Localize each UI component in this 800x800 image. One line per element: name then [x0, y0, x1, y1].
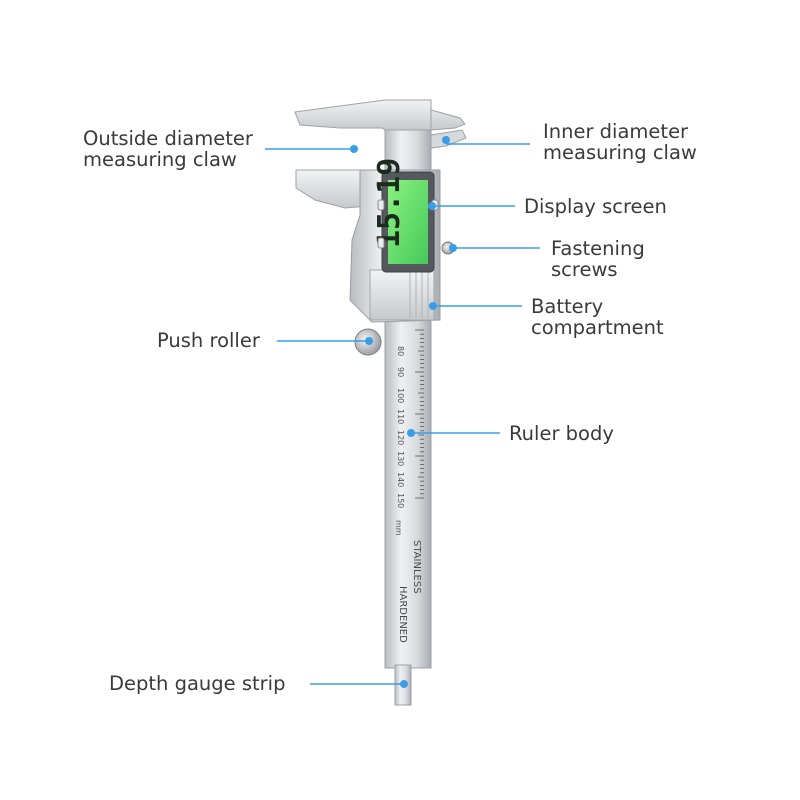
label-push-roller-line1: Push roller	[157, 329, 260, 352]
label-push-roller: Push roller	[157, 330, 260, 351]
callout-dot-depth-gauge	[400, 680, 408, 688]
label-battery-line1: Battery	[531, 295, 604, 318]
display-reading: 15.19	[372, 158, 407, 248]
unit-label: mm	[394, 520, 403, 536]
label-outside-claw: Outside diameter measuring claw	[83, 128, 253, 170]
display-screen	[388, 180, 428, 264]
ruler-number: 80	[396, 346, 405, 356]
ruler-number: 120	[396, 430, 405, 445]
label-depth-gauge-line1: Depth gauge strip	[109, 672, 286, 695]
label-display-screen-line1: Display screen	[524, 195, 667, 218]
label-inner-claw-line2: measuring claw	[543, 141, 697, 164]
ruler-number: 110	[396, 409, 405, 424]
ruler-number: 90	[396, 367, 405, 377]
mode-button	[377, 237, 385, 249]
label-depth-gauge: Depth gauge strip	[109, 673, 285, 694]
callout-dot-ruler-body	[407, 429, 415, 437]
battery-compartment	[369, 269, 435, 321]
inner-claw-fixed	[430, 100, 466, 131]
callout-dot-screws	[449, 244, 457, 252]
label-inner-claw: Inner diameter measuring claw	[543, 121, 697, 163]
label-battery-compartment: Battery compartment	[531, 296, 664, 338]
engraving-stainless: STAINLESS	[411, 540, 422, 594]
callout-dot-inner-claw	[442, 136, 450, 144]
label-fastening-screws-line1: Fastening	[551, 237, 645, 260]
callout-dot-display	[428, 202, 436, 210]
callout-dot-push-roller	[365, 337, 373, 345]
label-ruler-body: Ruler body	[509, 423, 614, 444]
power-button	[377, 199, 385, 211]
ruler-number: 140	[396, 472, 405, 487]
label-outside-claw-line2: measuring claw	[83, 148, 237, 171]
callout-dot-battery	[429, 302, 437, 310]
ruler-number: 150	[396, 493, 405, 508]
label-outside-claw-line1: Outside diameter	[83, 127, 253, 150]
label-display-screen: Display screen	[524, 196, 667, 217]
label-battery-line2: compartment	[531, 316, 664, 339]
label-fastening-screws: Fastening screws	[551, 238, 645, 280]
ruler-number: 100	[396, 388, 405, 403]
outside-claw-fixed	[294, 99, 432, 131]
label-ruler-body-line1: Ruler body	[509, 422, 614, 445]
label-inner-claw-line1: Inner diameter	[543, 120, 689, 143]
callout-dot-outside-claw	[350, 145, 358, 153]
ruler-number: 130	[396, 451, 405, 466]
engraving-hardened: HARDENED	[397, 586, 408, 643]
label-fastening-screws-line2: screws	[551, 258, 618, 281]
